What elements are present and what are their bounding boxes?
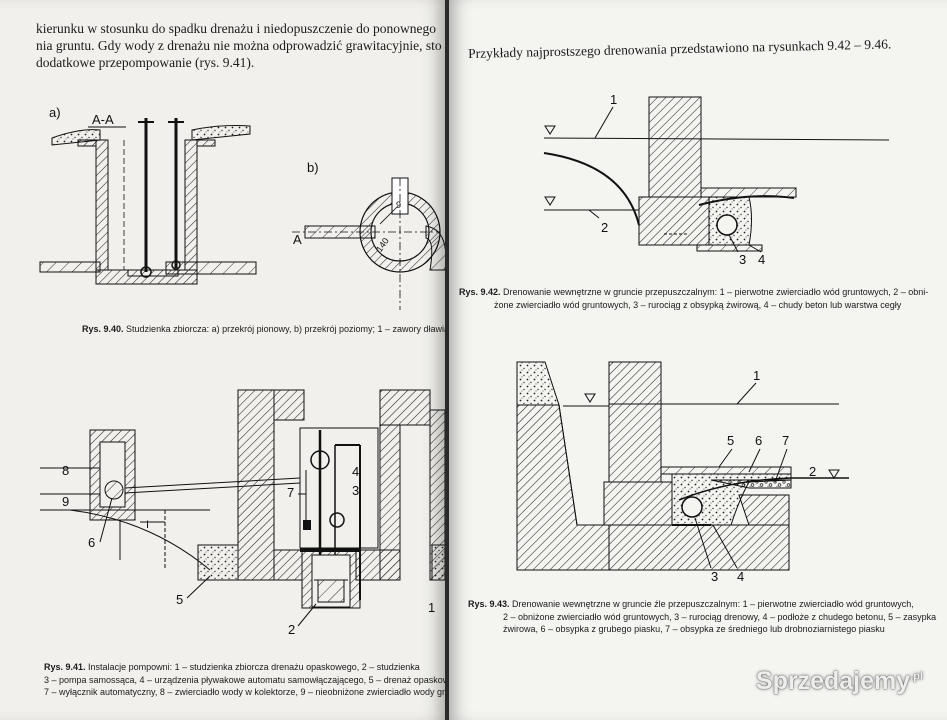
fig942-num-2: 2: [601, 220, 608, 235]
caption-line: Instalacje pompowni: 1 – studzienka zbio…: [88, 662, 420, 672]
fig943-num-6: 6: [755, 433, 762, 448]
figure-9-41: I 8 9 6 5 7 4: [40, 389, 445, 637]
fig942-num-3: 3: [739, 252, 746, 267]
figure-9-43: 1 5 6 7 2 3 4: [516, 361, 849, 584]
watermark-logo: Sprzedajemy.pl: [756, 667, 923, 696]
caption-line: Drenowanie wewnętrzne w gruncie źle prze…: [512, 599, 914, 609]
fig941-num-1: 1: [428, 600, 435, 615]
fig941-num-7: 7: [287, 485, 294, 500]
caption-prefix: Rys. 9.40.: [82, 324, 124, 334]
fig943-num-4: 4: [737, 569, 744, 584]
fig941-num-8: 8: [62, 463, 69, 478]
svg-text:9: 9: [396, 200, 401, 210]
watermark-text: Sprzedajemy: [755, 667, 911, 695]
caption-line: 2 – obniżone zwierciadło wód gruntowych,…: [503, 611, 937, 622]
fig943-num-5: 5: [727, 433, 734, 448]
caption-prefix: Rys. 9.43.: [468, 599, 510, 609]
fig943-num-7: 7: [782, 433, 789, 448]
fig941-caption: Rys. 9.41. Instalacje pompowni: 1 – stud…: [44, 661, 445, 699]
fig940-caption: Rys. 9.40. Studzienka zbiorcza: a) przek…: [82, 323, 445, 336]
left-body-text: kierunku w stosunku do spadku drenażu i …: [36, 20, 445, 71]
text-line: kierunku w stosunku do spadku drenażu i …: [36, 21, 437, 36]
text-line: dodatkowe przepompowanie (rys. 9.41).: [36, 55, 255, 70]
fig940-label-b: b): [307, 160, 319, 175]
fig942-num-4: 4: [758, 252, 765, 267]
fig941-num-6: 6: [88, 535, 95, 550]
caption-line: 3 – pompa samossąca, 4 – urządzenia pływ…: [44, 674, 445, 685]
watermark-suffix: .pl: [910, 670, 923, 683]
caption-prefix: Rys. 9.42.: [459, 287, 501, 297]
caption-text: Studzienka zbiorcza: a) przekrój pionowy…: [126, 324, 445, 334]
figure-9-40: a) A-A b) 9 A 140: [39, 105, 445, 310]
svg-text:I: I: [146, 519, 149, 531]
right-page: Przykłady najprostszego drenowania przed…: [449, 0, 947, 720]
fig941-num-3: 3: [352, 483, 359, 498]
fig942-caption: Rys. 9.42. Drenowanie wewnętrzne w grunc…: [459, 286, 928, 311]
fig940-label-a: a): [49, 105, 61, 120]
caption-line: Drenowanie wewnętrzne w gruncie przepusz…: [503, 287, 929, 297]
fig940-section-label: A-A: [92, 112, 114, 127]
caption-prefix: Rys. 9.41.: [44, 662, 86, 672]
left-page: kierunku w stosunku do spadku drenażu i …: [0, 0, 445, 720]
caption-line: żwirowa, 6 – obsypka z grubego piasku, 7…: [503, 624, 885, 634]
caption-line: 7 – wyłącznik automatyczny, 8 – zwiercia…: [44, 687, 445, 697]
caption-line: żone zwierciadło wód gruntowych, 3 – rur…: [494, 299, 902, 310]
fig941-num-9: 9: [62, 494, 69, 509]
fig943-num-2: 2: [809, 464, 816, 479]
fig942-num-1: 1: [610, 92, 617, 107]
figure-9-42: 1 2 3 4: [543, 92, 890, 267]
fig943-num-3: 3: [711, 569, 718, 584]
fig943-num-1: 1: [753, 368, 760, 383]
fig941-num-2: 2: [288, 622, 295, 637]
fig941-num-4: 4: [352, 464, 359, 479]
fig940-letter-a: A: [293, 232, 302, 247]
text-line: nia gruntu. Gdy wody z drenażu nie można…: [36, 38, 442, 53]
fig941-num-5: 5: [176, 592, 183, 607]
fig943-caption: Rys. 9.43. Drenowanie wewnętrzne w grunc…: [468, 598, 936, 636]
